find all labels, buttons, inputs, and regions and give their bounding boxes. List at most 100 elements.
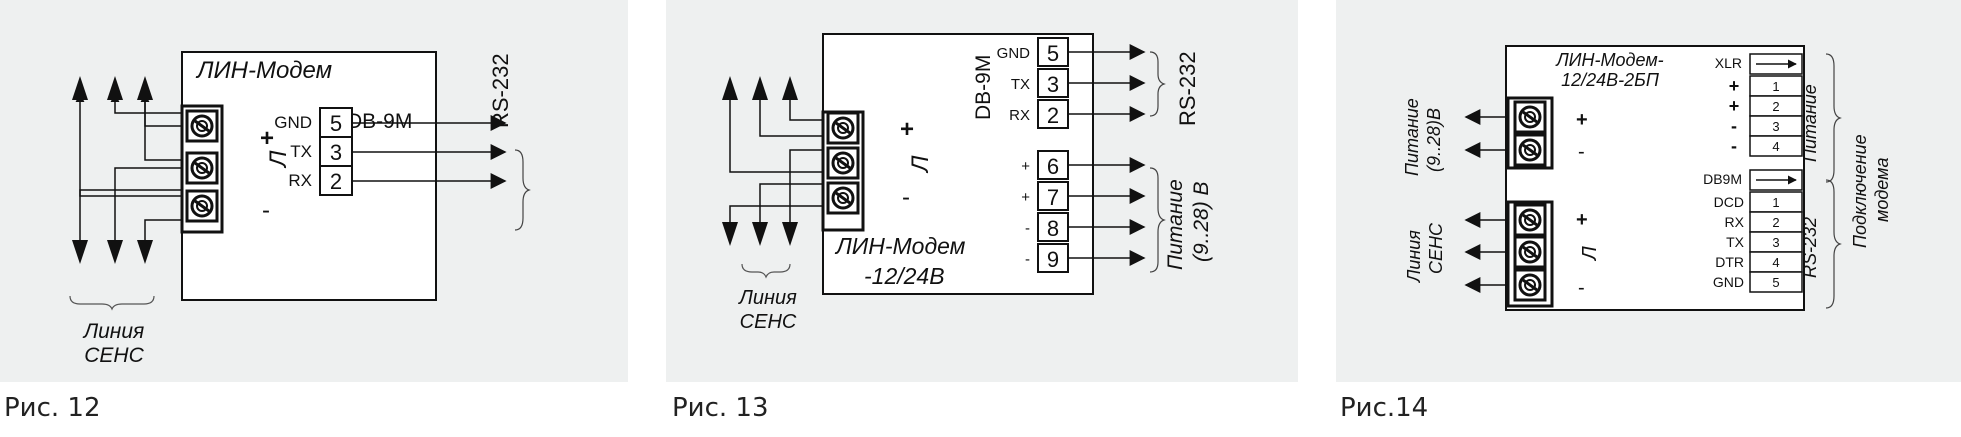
pin-number: 2 (1047, 103, 1059, 128)
power-minus: - (1578, 141, 1585, 163)
plus-sign: + (900, 116, 914, 143)
terminal-screw-icon (1513, 268, 1547, 302)
terminal-screw-icon (826, 111, 860, 145)
db-number: 4 (1772, 255, 1779, 270)
power-brace (1149, 167, 1166, 273)
db-row: RX 2 (1725, 211, 1803, 233)
sens-label-2: СЕНС (740, 311, 797, 333)
pin-cell (1037, 181, 1069, 211)
pin-row: -9 (1025, 243, 1146, 273)
figure-13: DB-9M RS-232 ЛИН-Модем -12/24В Питание (… (666, 0, 1298, 423)
power-brace (1825, 53, 1842, 183)
terminal-screw-icon (826, 146, 860, 180)
xlr-cell (1749, 135, 1803, 157)
interface-label: RS-232 (1175, 51, 1200, 126)
db-cell (1749, 271, 1803, 293)
pin-label: + (1021, 189, 1030, 206)
terminal-screw-icon (185, 109, 219, 143)
connector-label: DB-9M (972, 55, 995, 120)
terminal-screw-icon (1513, 235, 1547, 269)
rs232-brace (1825, 179, 1842, 309)
xlr-pins: +1+2-3-4 (1729, 75, 1803, 157)
terminal-screw-icon (1513, 133, 1547, 167)
xlr-row: -4 (1731, 135, 1803, 157)
pin-number: 9 (1047, 247, 1059, 272)
terminal-screw-icon (1513, 100, 1547, 134)
pin-cell (1037, 212, 1069, 242)
xlr-number: 1 (1772, 79, 1779, 94)
pin-label: - (1025, 251, 1030, 268)
pin-number: 8 (1047, 216, 1059, 241)
db-signal: DCD (1714, 194, 1744, 210)
modem-title: ЛИН-Модем (195, 57, 332, 84)
sens-label-1: Линия (82, 320, 145, 343)
power-plus: + (1576, 109, 1588, 131)
terminal-screw-icon (185, 189, 219, 223)
modem-conn-label-2: модема (1872, 158, 1892, 222)
power-label: Питание (1800, 84, 1820, 162)
pin-number: 7 (1047, 185, 1059, 210)
modem-title-2: 12/24В-2БП (1561, 70, 1660, 90)
pin-label: GND (997, 45, 1031, 62)
db-number: 1 (1772, 195, 1779, 210)
pin-label: + (1021, 158, 1030, 175)
power-label-2: (9..28) В (1190, 181, 1213, 262)
sens-label-1: Линия (737, 287, 797, 309)
pin-label: TX (290, 142, 312, 161)
db-signal: DTR (1715, 254, 1744, 270)
pin-label: RX (288, 171, 312, 190)
power-label-1: Питание (1164, 179, 1187, 270)
db-number: 2 (1772, 215, 1779, 230)
pin-cell (319, 136, 353, 167)
xlr-sign: - (1731, 136, 1737, 156)
pin-cell (1037, 150, 1069, 180)
terminal-screw-icon (826, 181, 860, 215)
terminal-screw-icon (1513, 203, 1547, 237)
db9m-label: DB9M (1703, 171, 1742, 187)
xlr-number: 4 (1772, 139, 1779, 154)
sens-arrows (722, 76, 798, 246)
modem-box (181, 51, 437, 301)
interface-label: RS-232 (488, 53, 513, 128)
db-signal: GND (1713, 274, 1744, 290)
left-line-label-1: Линия (1404, 230, 1424, 283)
line-mark: Л (907, 155, 934, 174)
db-row: DCD 1 (1714, 191, 1803, 213)
left-line-label-2: СЕНС (1426, 222, 1446, 274)
line-mark: Л (265, 150, 292, 169)
db-number: 3 (1772, 235, 1779, 250)
sens-arrows (72, 76, 153, 264)
pin-label: GND (274, 113, 312, 132)
db-row: TX 3 (1726, 231, 1803, 253)
db-signal: RX (1725, 214, 1745, 230)
pin-label: - (1025, 220, 1030, 237)
xlr-row: +2 (1729, 95, 1803, 117)
db-signal: TX (1726, 234, 1745, 250)
pin-row: RX 2 (288, 165, 507, 196)
figure-12: ЛИН-Модем DB-9M RS-232 + Л - Линия СЕНС … (0, 0, 628, 423)
connector-label: DB-9M (347, 110, 412, 133)
figure-caption: Рис. 12 (4, 393, 100, 423)
xlr-row: +1 (1729, 75, 1803, 97)
left-power-label-2: (9..28)В (1424, 108, 1444, 172)
sens-line-mark: Л (1579, 246, 1601, 262)
minus-sign: - (902, 184, 910, 211)
plus-sign: + (260, 125, 274, 152)
sens-label-2: СЕНС (84, 344, 144, 367)
pin-number: 2 (330, 169, 342, 194)
pin-number: 6 (1047, 154, 1059, 179)
pin-row: +7 (1021, 181, 1146, 211)
db-number: 5 (1772, 275, 1779, 290)
modem-title-2: -12/24В (864, 263, 945, 289)
pin-cell (319, 165, 353, 196)
figure-caption: Рис. 13 (672, 393, 768, 423)
